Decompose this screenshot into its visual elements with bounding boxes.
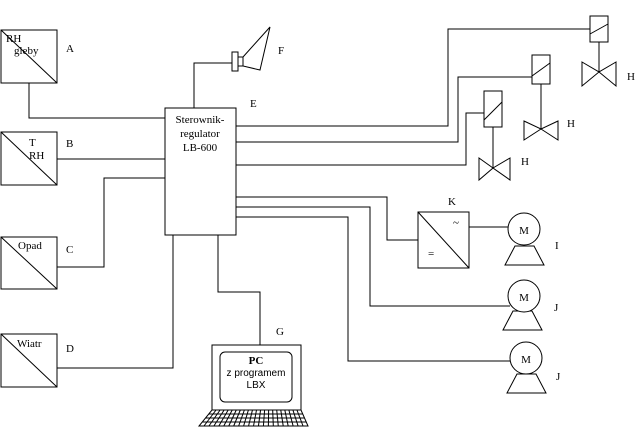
sensor-d-text: Wiatr: [17, 338, 42, 350]
converter: K ~ =: [417, 196, 470, 269]
pc-computer: G PC z programem LBX: [197, 326, 309, 427]
motor-j1-text: M: [519, 292, 529, 304]
keyboard-column-line: [284, 409, 289, 427]
siren: F: [231, 26, 284, 72]
motor-j2-circle: [509, 341, 543, 375]
valve-1-left-icon: [581, 61, 600, 88]
controller-name-line1: Sterownik-: [176, 114, 225, 126]
controller-lb600: Sterownik- regulator LB-600 E: [164, 98, 257, 236]
sensor-c-label: C: [66, 244, 73, 256]
valve-3-actuator: [483, 90, 503, 128]
controller-name-line3: LB-600: [183, 142, 218, 154]
siren-label: F: [278, 45, 284, 57]
valve-1-right-icon: [598, 61, 617, 88]
pc-line2: z programem: [227, 368, 286, 379]
converter-label: K: [448, 196, 456, 208]
sensor-b-label: B: [66, 138, 73, 150]
motor-i-text: M: [519, 225, 529, 237]
motor-j1-circle: [507, 279, 541, 313]
keyboard-column-line: [272, 409, 274, 427]
valve-1-label: H: [627, 71, 635, 83]
motor-j2-label: J: [556, 371, 561, 383]
motor-i-label: I: [555, 240, 559, 252]
keyboard-column-line: [292, 409, 299, 427]
keyboard-column-line: [253, 409, 257, 427]
valve-2-label: H: [567, 118, 575, 130]
keyboard-column-line: [296, 409, 304, 427]
pc-line3: LBX: [247, 380, 266, 391]
motor-j1: M J: [502, 279, 559, 331]
sensor-d-label: D: [66, 343, 74, 355]
sensor-b-line2: RH: [29, 150, 44, 162]
sensor-a-line2: gleby: [14, 45, 39, 57]
pc-screen: [219, 351, 293, 403]
sensor-a-line1: RH: [6, 33, 21, 45]
sensor-a-label: A: [66, 43, 74, 55]
motor-i-base: [504, 245, 545, 266]
keyboard-column-line: [280, 409, 284, 427]
keyboard-column-line: [276, 409, 279, 427]
keyboard-column-line: [218, 409, 229, 427]
valve-3-right-icon: [492, 157, 511, 181]
converter-ac-symbol: ~: [453, 217, 459, 229]
motor-j1-base: [502, 310, 543, 331]
motor-i-circle: [507, 212, 541, 246]
pc-label: G: [276, 326, 284, 338]
valve-3-label: H: [521, 156, 529, 168]
keyboard-column-line: [243, 409, 249, 427]
sensor-b-line1: T: [29, 137, 36, 149]
sensor-temperature-humidity: T RH B: [0, 131, 73, 186]
siren-neck: [237, 56, 244, 67]
keyboard-column-line: [223, 409, 233, 427]
keyboard-column-line: [213, 409, 225, 427]
pc-line1: PC: [249, 355, 264, 367]
siren-body: [231, 51, 239, 72]
wires: [28, 28, 590, 369]
siren-horn-icon: [242, 26, 271, 71]
keyboard-column-line: [248, 409, 253, 427]
valve-2: H: [523, 54, 575, 141]
motor-i: M I: [504, 212, 559, 266]
keyboard-keys: [202, 409, 307, 427]
keyboard-column-line: [203, 409, 217, 427]
sensor-c-text: Opad: [18, 240, 42, 252]
valve-2-left-icon: [523, 120, 543, 141]
keyboard-column-line: [238, 409, 245, 427]
sensor-soil-humidity: RH gleby A: [0, 29, 74, 84]
controller-label: E: [250, 98, 257, 110]
motor-j1-label: J: [554, 302, 559, 314]
keyboard-column-line: [262, 409, 266, 427]
converter-dc-symbol: =: [428, 248, 434, 260]
valve-1: H: [581, 15, 635, 88]
controller-name-line2: regulator: [180, 128, 220, 140]
keyboard-column-line: [228, 409, 237, 427]
valve-3: H: [478, 90, 529, 182]
valve-3-left-icon: [478, 157, 494, 182]
motor-j2-base: [506, 373, 547, 394]
keyboard-column-line: [208, 409, 221, 427]
valve-2-right-icon: [539, 120, 559, 141]
motor-j2: M J: [506, 341, 561, 394]
controller-box: [164, 107, 237, 236]
keyboard-column-line: [288, 409, 294, 427]
keyboard-column-line: [257, 409, 262, 427]
keyboard-column-line: [233, 409, 241, 427]
motor-j2-text: M: [521, 354, 531, 366]
sensor-rainfall: Opad C: [0, 236, 73, 290]
sensor-wind: Wiatr D: [0, 333, 74, 388]
